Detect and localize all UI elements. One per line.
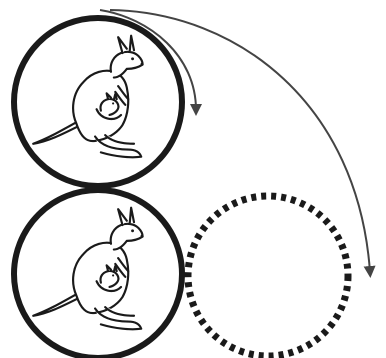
kangaroo-circle-top xyxy=(14,18,182,186)
kangaroo-circle-bottom xyxy=(14,190,182,358)
empty-slot-circle xyxy=(188,196,348,356)
